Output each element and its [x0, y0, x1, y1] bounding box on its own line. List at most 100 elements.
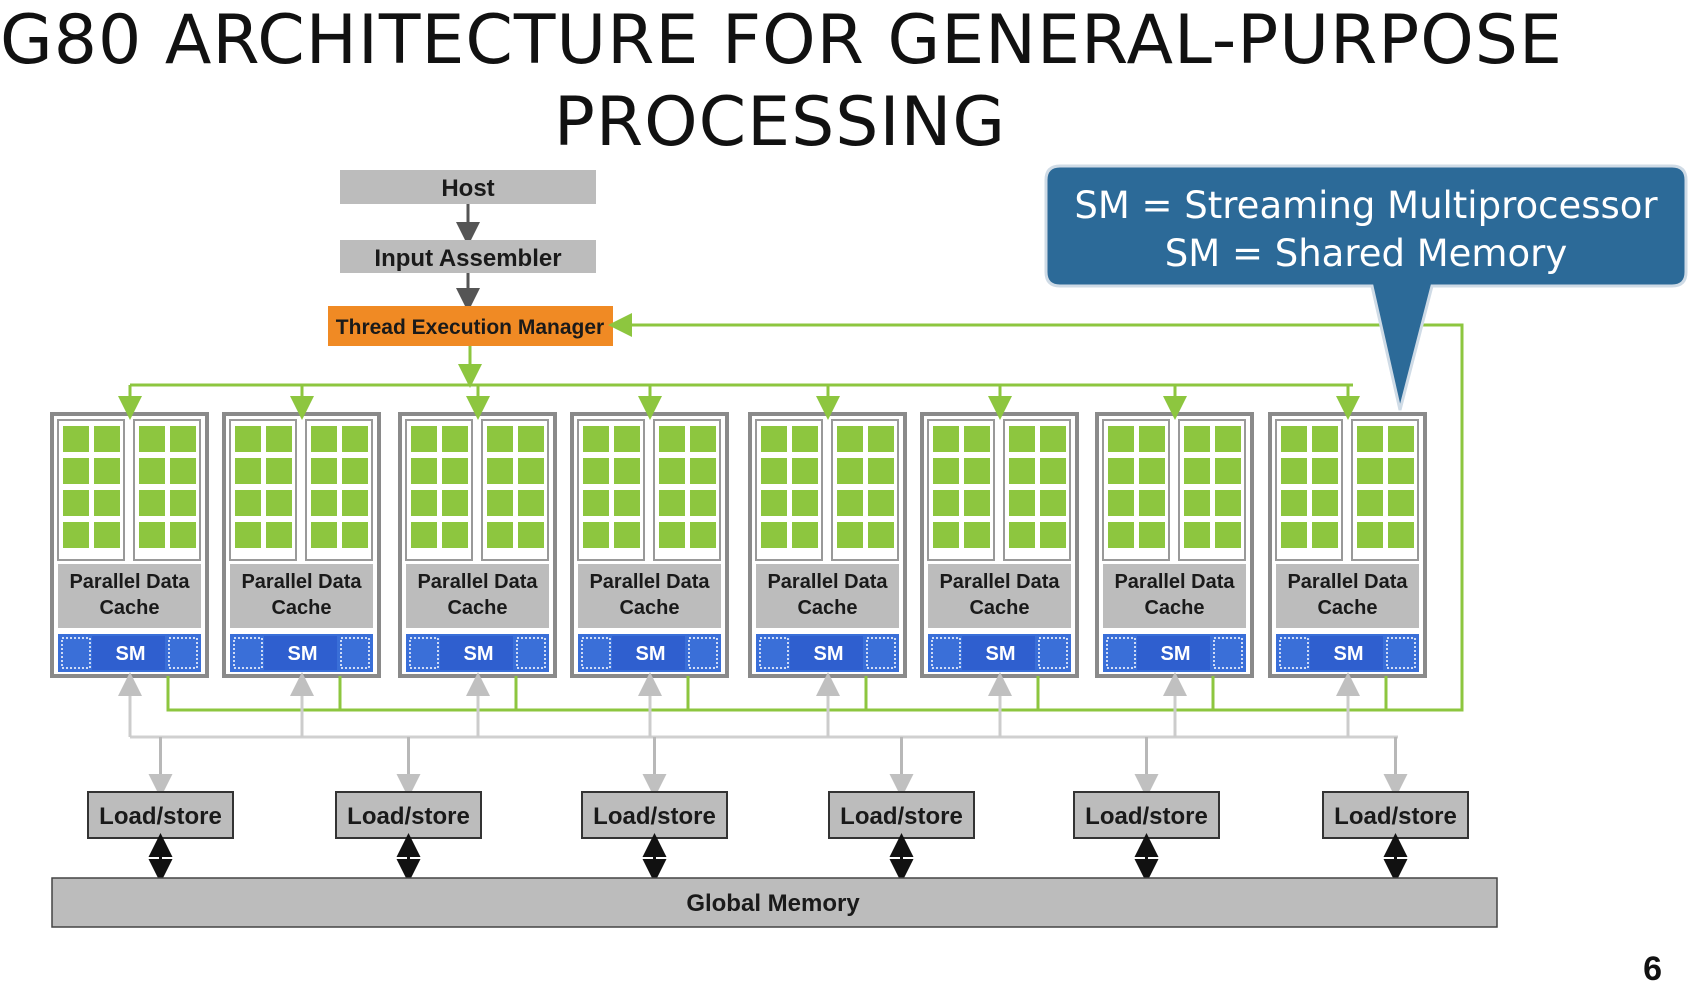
core-cell	[1009, 458, 1035, 484]
core-cell	[63, 490, 89, 516]
sm-bar	[612, 636, 685, 670]
core-cell	[266, 426, 292, 452]
sm-bar	[440, 636, 513, 670]
parallel-data-cache-box	[756, 564, 899, 628]
core-cell	[761, 458, 787, 484]
core-cell	[583, 522, 609, 548]
parallel-data-cache-box	[230, 564, 373, 628]
core-cell	[411, 426, 437, 452]
core-cell	[690, 426, 716, 452]
core-cell	[311, 426, 337, 452]
core-cell	[266, 458, 292, 484]
core-cell	[933, 522, 959, 548]
core-cell	[868, 426, 894, 452]
core-cell	[1388, 458, 1414, 484]
core-cell	[792, 522, 818, 548]
core-cell	[442, 490, 468, 516]
load-store-unit: Load/store	[87, 737, 234, 883]
sm-bar	[264, 636, 337, 670]
core-cell	[614, 458, 640, 484]
core-cell	[690, 458, 716, 484]
load-store-unit: Load/store	[1322, 737, 1469, 883]
core-cell	[311, 522, 337, 548]
parallel-data-cache-box	[578, 564, 721, 628]
core-cell	[1281, 490, 1307, 516]
cache-label-line-1: Parallel Data	[241, 571, 362, 593]
register-file-segment	[759, 637, 789, 669]
core-cell	[235, 522, 261, 548]
core-cell	[659, 522, 685, 548]
core-cell	[1139, 522, 1165, 548]
core-cell	[1357, 522, 1383, 548]
core-cell	[311, 490, 337, 516]
thread-execution-manager-label: Thread Execution Manager	[336, 316, 604, 339]
core-cell	[868, 490, 894, 516]
core-cell	[583, 458, 609, 484]
host-box: Host	[340, 170, 596, 204]
core-cell	[933, 426, 959, 452]
core-cell	[1139, 426, 1165, 452]
core-cell	[1184, 458, 1210, 484]
register-file-segment	[581, 637, 611, 669]
slide-title-line-1: G80 ARCHITECTURE FOR GENERAL-PURPOSE	[0, 1, 1563, 80]
core-cell	[614, 426, 640, 452]
sm-bar	[1137, 636, 1210, 670]
core-cell	[659, 490, 685, 516]
core-cell	[63, 522, 89, 548]
core-cell	[837, 522, 863, 548]
core-cell	[1184, 522, 1210, 548]
core-cell	[1040, 490, 1066, 516]
core-cell	[518, 426, 544, 452]
core-cell	[518, 490, 544, 516]
core-cell	[1184, 490, 1210, 516]
global-memory-box: Global Memory	[51, 877, 1498, 928]
register-file-segment	[866, 637, 896, 669]
core-cell	[94, 426, 120, 452]
core-cell	[342, 458, 368, 484]
sm-bar	[790, 636, 863, 670]
cache-label-line-1: Parallel Data	[589, 571, 710, 593]
core-cell	[1357, 426, 1383, 452]
core-cell	[1357, 490, 1383, 516]
core-cell	[487, 522, 513, 548]
cache-label-line-2: Cache	[447, 597, 507, 619]
load-store-box	[335, 791, 482, 839]
core-cell	[442, 522, 468, 548]
core-cell	[139, 522, 165, 548]
core-cell	[1215, 490, 1241, 516]
core-cell	[63, 458, 89, 484]
core-cell	[964, 490, 990, 516]
load-store-label: Load/store	[840, 803, 963, 830]
register-file-segment	[340, 637, 370, 669]
core-cell	[518, 522, 544, 548]
slide-title: G80 ARCHITECTURE FOR GENERAL-PURPOSE PRO…	[0, 0, 1563, 164]
sm-label: SM	[814, 643, 844, 665]
core-cell	[1215, 426, 1241, 452]
core-cell	[235, 458, 261, 484]
core-cell	[583, 426, 609, 452]
cache-label-line-2: Cache	[619, 597, 679, 619]
register-file-segment	[1386, 637, 1416, 669]
core-cell	[1312, 490, 1338, 516]
page-number: 6	[1643, 950, 1662, 988]
core-cell	[1388, 490, 1414, 516]
sm-label: SM	[636, 643, 666, 665]
thread-execution-manager-box: Thread Execution Manager	[328, 306, 613, 346]
register-file-segment	[688, 637, 718, 669]
register-file-segment	[516, 637, 546, 669]
sm-label: SM	[1334, 643, 1364, 665]
global-memory-label: Global Memory	[686, 890, 860, 917]
parallel-data-cache-box	[406, 564, 549, 628]
core-cell	[1139, 490, 1165, 516]
core-cell	[411, 458, 437, 484]
core-cell	[94, 522, 120, 548]
parallel-data-cache-box	[1103, 564, 1246, 628]
cache-label-line-2: Cache	[797, 597, 857, 619]
core-cell	[1312, 522, 1338, 548]
core-cell	[1215, 458, 1241, 484]
load-store-box	[581, 791, 728, 839]
core-cell	[235, 426, 261, 452]
cache-label-line-1: Parallel Data	[767, 571, 888, 593]
core-cell	[139, 490, 165, 516]
